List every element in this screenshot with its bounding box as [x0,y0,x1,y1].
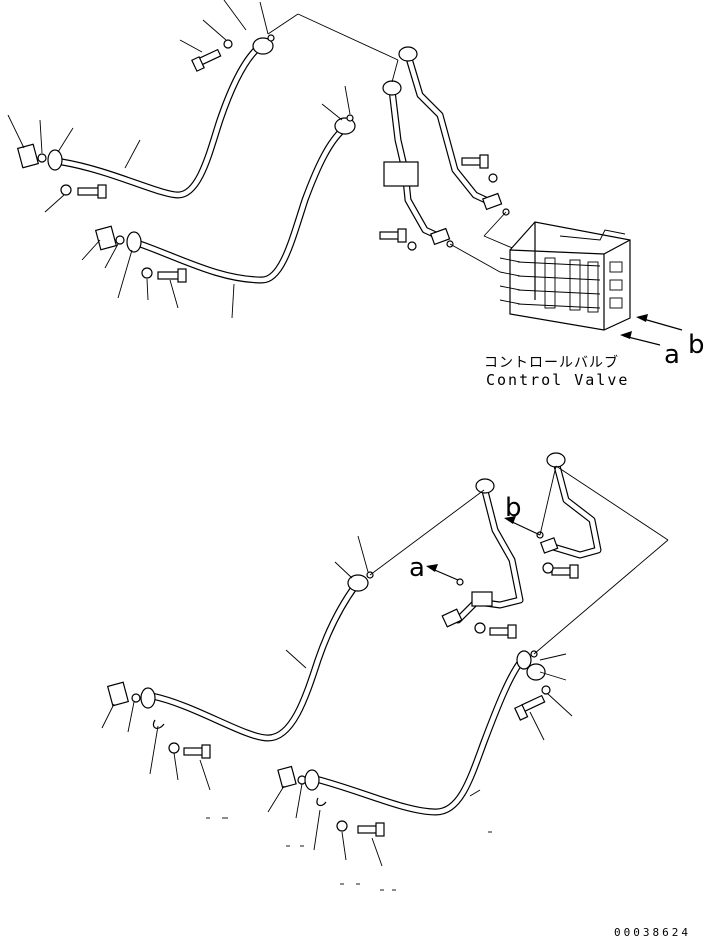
bolt-icon [514,694,546,721]
flange-plate-icon [441,608,463,628]
split-flange-icon [334,117,356,135]
washer-icon [541,685,551,695]
flange-plate-icon [539,537,559,554]
o-ring-icon [131,693,141,703]
flange-plate-icon [16,143,40,169]
bolt-icon [461,154,489,169]
split-flange-icon [347,574,369,592]
split-flange-icon [252,37,274,55]
tube-bottom-right [546,458,602,559]
bottom-assembly [101,452,669,891]
flange-plate-icon [482,192,503,211]
split-flange-icon [47,149,63,171]
arrow-icon [504,516,541,536]
bolt-icon [379,228,407,243]
clip-icon [316,797,327,807]
port-b-label-bottom: b [505,493,522,523]
leader-lines-bottom [101,465,669,867]
arrow-icon [620,331,661,346]
bolt-icon [77,184,107,199]
o-ring-icon [115,235,125,245]
washer-icon [336,820,348,832]
o-ring-icon [267,34,275,42]
split-flange-icon [546,452,566,468]
hose-upper-left [58,44,262,199]
control-valve-label-jp: コントロールバルブ [484,355,619,371]
bolt-icon [157,268,187,283]
o-ring-icon [456,578,464,586]
o-ring-icon [346,114,354,122]
bolt-icon [551,564,579,579]
split-flange-icon [140,687,156,709]
split-flange-icon [516,650,532,670]
split-flange-icon [398,46,418,62]
port-a-label-bottom: a [409,553,425,583]
washer-icon [60,184,72,196]
bolt-icon [191,48,222,72]
flange-plate-icon [430,227,451,246]
port-a-label-top: a [664,340,680,370]
split-flange-icon [126,231,142,253]
bolt-icon [183,744,211,759]
bolt-icon [489,624,517,639]
washer-icon [488,173,498,183]
tick-marks [206,817,492,891]
tube-upper [404,51,494,206]
split-flange-icon [304,769,320,791]
flange-plate-icon [106,681,130,707]
top-assembly [7,0,683,346]
split-flange-icon [382,80,402,96]
arrow-icon [426,564,459,581]
washer-icon [223,39,233,49]
clip-icon [152,719,165,729]
hose-bottom-right [308,656,526,816]
washer-icon [542,562,554,574]
port-b-label-top: b [688,330,705,360]
control-valve-label-en: Control Valve [486,371,630,389]
leader-lines-top [7,0,537,319]
washer-icon [141,267,153,279]
washer-icon [407,241,417,251]
hose-bottom-left [148,581,360,742]
washer-icon [474,622,486,634]
flange-plate-icon [94,225,118,251]
o-ring-icon [37,153,47,163]
arrow-icon [636,314,683,331]
split-flange-icon [526,663,546,681]
washer-icon [168,742,180,754]
bolt-icon [357,822,385,837]
clamp-block-icon [383,161,419,187]
flange-plate-icon [277,765,297,789]
control-valve-icon [499,221,631,331]
drawing-code: 00038624 [614,926,691,939]
split-flange-icon [475,478,495,494]
hose-lower-left [136,124,349,284]
t-fitting-icon [471,591,493,607]
